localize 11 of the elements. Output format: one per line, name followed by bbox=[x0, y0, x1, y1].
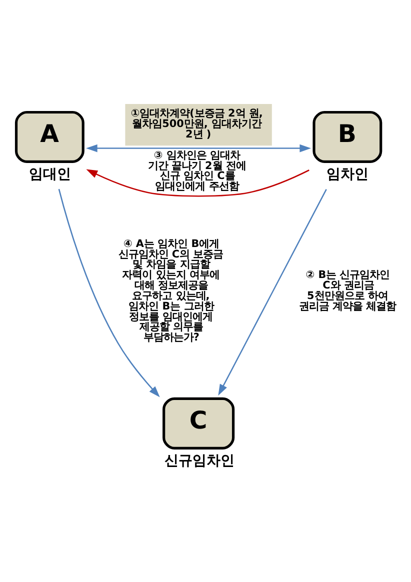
arrow bbox=[58, 188, 160, 397]
node-label: 임대인 bbox=[28, 166, 71, 182]
node-label: 신규임차인 bbox=[164, 452, 234, 468]
arrow bbox=[218, 188, 327, 396]
edge-label: ③ 임차인은 임대차 기간 끝나기 2월 전에 신규 임차인 C를 임대인에게 주선함 bbox=[148, 148, 246, 192]
node-label: 임차인 bbox=[326, 166, 369, 182]
edge-label: ② B는 신규임차인 C와 권리금 5천만원으로 하여 권리금 계약을 체결함 bbox=[298, 268, 396, 312]
arrow bbox=[86, 168, 310, 196]
arrow bbox=[86, 144, 311, 152]
edge-label: ①임대차계약(보증금 2억 원, 월차임500만원, 임대차기간 2년 ) bbox=[130, 107, 263, 140]
edge-label: ④ A는 임차인 B에게 신규임차인 C의 보증금 및 차임을 지급할 자력이 있는지 여부에 대해 정보제공을 요구하고 있는데, 임차인 B는 그러한 정보를 임대인에게 제공할 의무를 부담하는가? bbox=[118, 237, 224, 344]
